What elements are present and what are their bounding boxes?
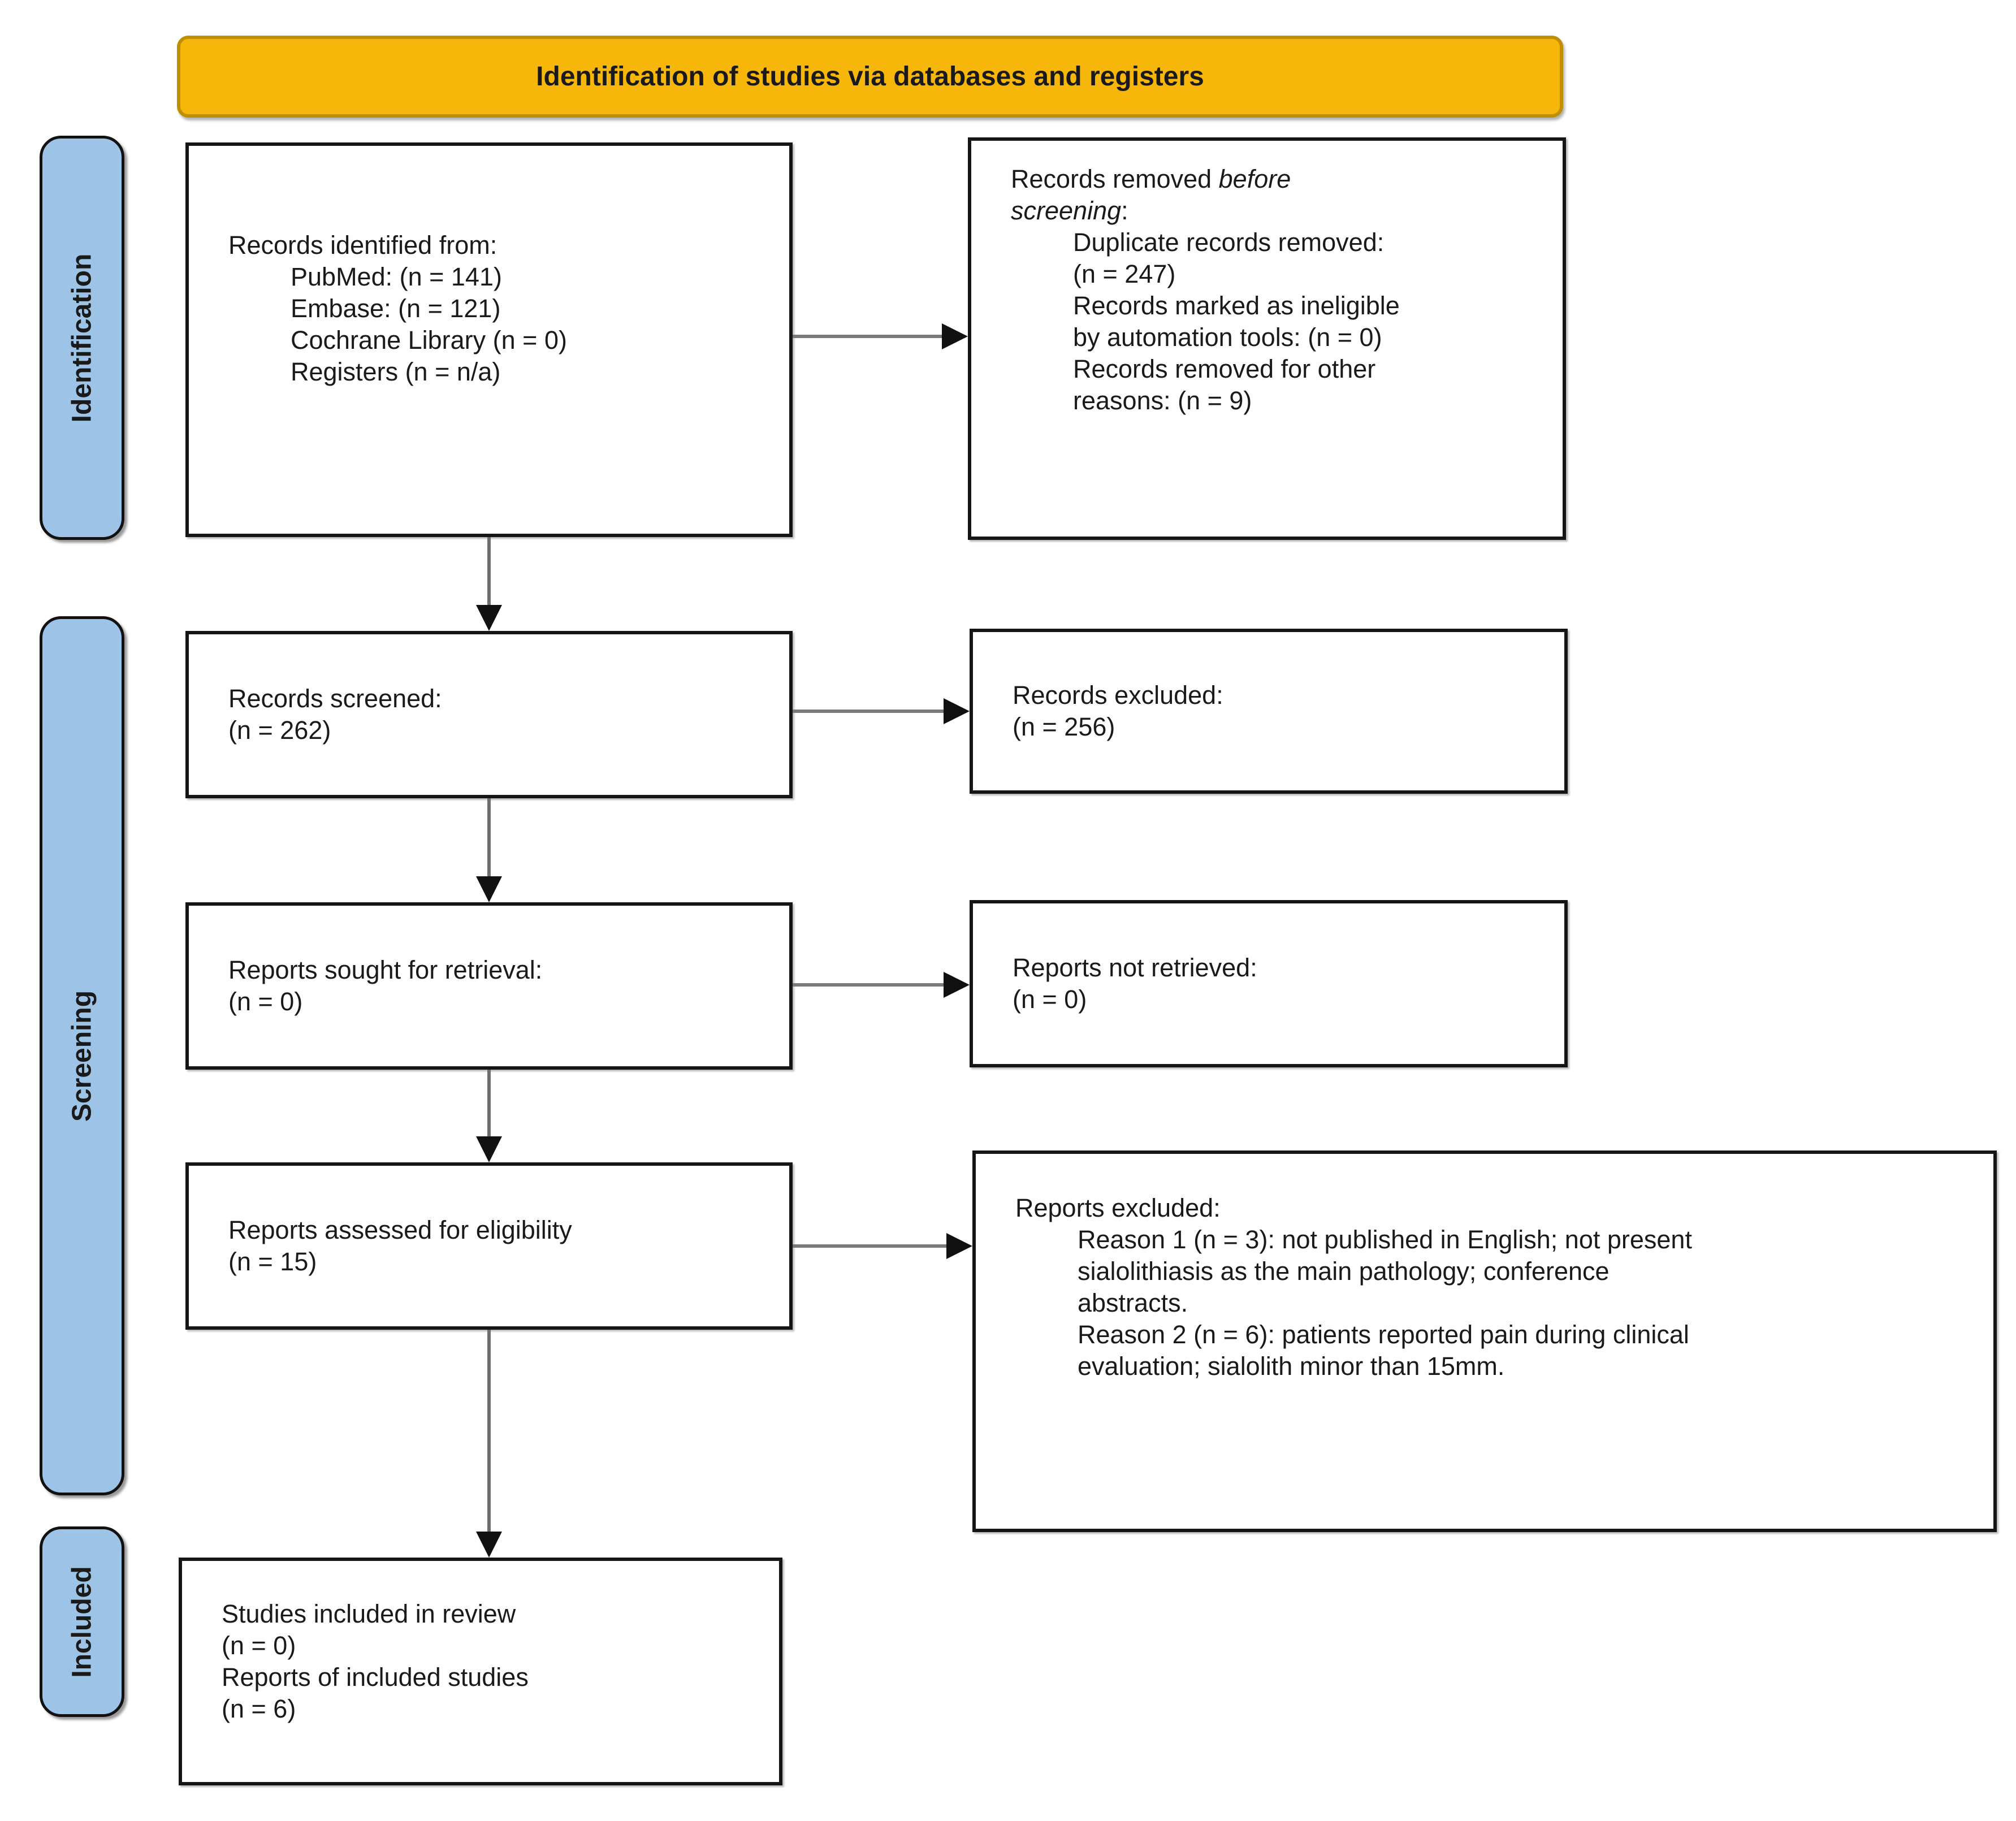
stage-label-identification: Identification bbox=[67, 253, 97, 422]
box-text-line: (n = 15) bbox=[228, 1247, 317, 1276]
stage-bar-identification: Identification bbox=[40, 136, 124, 540]
box-studies-included-in-review: Studies included in review (n = 0) Reports… bbox=[179, 1558, 782, 1785]
box-text-line: sialolithiasis as the main pathology; co… bbox=[1078, 1257, 1610, 1286]
stage-bar-included: Included bbox=[40, 1526, 124, 1717]
box-text-line: Duplicate records removed: bbox=[1073, 228, 1385, 257]
arrow-identified-to-removed bbox=[793, 335, 943, 338]
arrowhead-screened-to-sought-icon bbox=[476, 876, 502, 902]
box-text-line: Records identified from: bbox=[228, 231, 497, 259]
box-text-line: Records removed before bbox=[1011, 165, 1291, 193]
box-text-line: evaluation; sialolith minor than 15mm. bbox=[1078, 1352, 1505, 1381]
box-text-line: Embase: (n = 121) bbox=[291, 294, 501, 323]
box-text-line: Studies included in review bbox=[222, 1599, 516, 1628]
box-text-line: Cochrane Library (n = 0) bbox=[291, 326, 567, 354]
box-text-line: (n = 0) bbox=[222, 1631, 296, 1660]
box-text-line: Records excluded: bbox=[1013, 681, 1223, 710]
box-text-line: Reports of included studies bbox=[222, 1663, 529, 1692]
box-text-line: PubMed: (n = 141) bbox=[291, 262, 502, 291]
stage-label-included: Included bbox=[67, 1565, 97, 1678]
box-text-line: Records removed for other bbox=[1073, 354, 1376, 383]
arrowhead-sought-to-not-retrieved-icon bbox=[944, 972, 970, 998]
stage-label-screening: Screening bbox=[67, 990, 97, 1122]
stage-bar-screening: Screening bbox=[40, 616, 124, 1495]
box-text-line: (n = 0) bbox=[228, 987, 303, 1016]
arrowhead-identified-to-screened-icon bbox=[476, 605, 502, 631]
box-reports-excluded: Reports excluded: Reason 1 (n = 3): not p… bbox=[972, 1150, 1997, 1532]
arrow-assessed-to-included bbox=[487, 1330, 491, 1533]
arrow-screened-to-sought bbox=[487, 798, 491, 877]
box-text-line: (n = 6) bbox=[222, 1694, 296, 1723]
box-text-line: (n = 256) bbox=[1013, 712, 1115, 741]
arrow-screened-to-excluded bbox=[793, 710, 944, 713]
box-text-line: Reports not retrieved: bbox=[1013, 953, 1257, 982]
box-text-line: (n = 262) bbox=[228, 716, 331, 745]
box-text-line: by automation tools: (n = 0) bbox=[1073, 323, 1382, 352]
box-reports-not-retrieved: Reports not retrieved: (n = 0) bbox=[970, 900, 1568, 1067]
arrow-sought-to-assessed bbox=[487, 1070, 491, 1137]
box-text-line: reasons: (n = 9) bbox=[1073, 386, 1252, 415]
box-text-line: Records screened: bbox=[228, 684, 442, 713]
banner-title: Identification of studies via databases … bbox=[177, 36, 1563, 118]
box-text-line: Reason 2 (n = 6): patients reported pain… bbox=[1078, 1320, 1689, 1349]
arrowhead-sought-to-assessed-icon bbox=[476, 1136, 502, 1162]
box-records-identified: Records identified from: PubMed: (n = 141… bbox=[185, 142, 793, 537]
arrowhead-assessed-to-reports-excluded-icon bbox=[946, 1233, 972, 1259]
box-text-line: Records marked as ineligible bbox=[1073, 291, 1400, 320]
box-reports-sought-for-retrieval: Reports sought for retrieval: (n = 0) bbox=[185, 902, 793, 1070]
box-records-excluded: Records excluded:(n = 256) bbox=[970, 629, 1568, 794]
box-records-removed-before-screening: Records removed before screening: Duplicat… bbox=[968, 137, 1566, 540]
box-text-line: Reports assessed for eligibility bbox=[228, 1216, 572, 1244]
box-text-line: abstracts. bbox=[1078, 1288, 1188, 1317]
arrow-assessed-to-reports-excluded bbox=[793, 1244, 946, 1248]
box-text-line: Reason 1 (n = 3): not published in Engli… bbox=[1078, 1225, 1692, 1254]
box-text-line: (n = 0) bbox=[1013, 985, 1087, 1014]
arrowhead-screened-to-excluded-icon bbox=[944, 698, 970, 724]
arrowhead-assessed-to-included-icon bbox=[476, 1532, 502, 1558]
box-text-line: Reports excluded: bbox=[1015, 1193, 1221, 1222]
box-records-screened: Records screened: (n = 262) bbox=[185, 631, 793, 798]
box-text-line: Registers (n = n/a) bbox=[291, 357, 501, 386]
arrowhead-identified-to-removed-icon bbox=[942, 323, 968, 349]
arrow-identified-to-screened bbox=[487, 537, 491, 606]
arrow-sought-to-not-retrieved bbox=[793, 983, 944, 987]
box-text-line: (n = 247) bbox=[1073, 259, 1176, 288]
box-text-line: screening: bbox=[1011, 196, 1128, 225]
box-text-line: Reports sought for retrieval: bbox=[228, 955, 543, 984]
box-reports-assessed-for-eligibility: Reports assessed for eligibility (n = 15) bbox=[185, 1162, 793, 1330]
